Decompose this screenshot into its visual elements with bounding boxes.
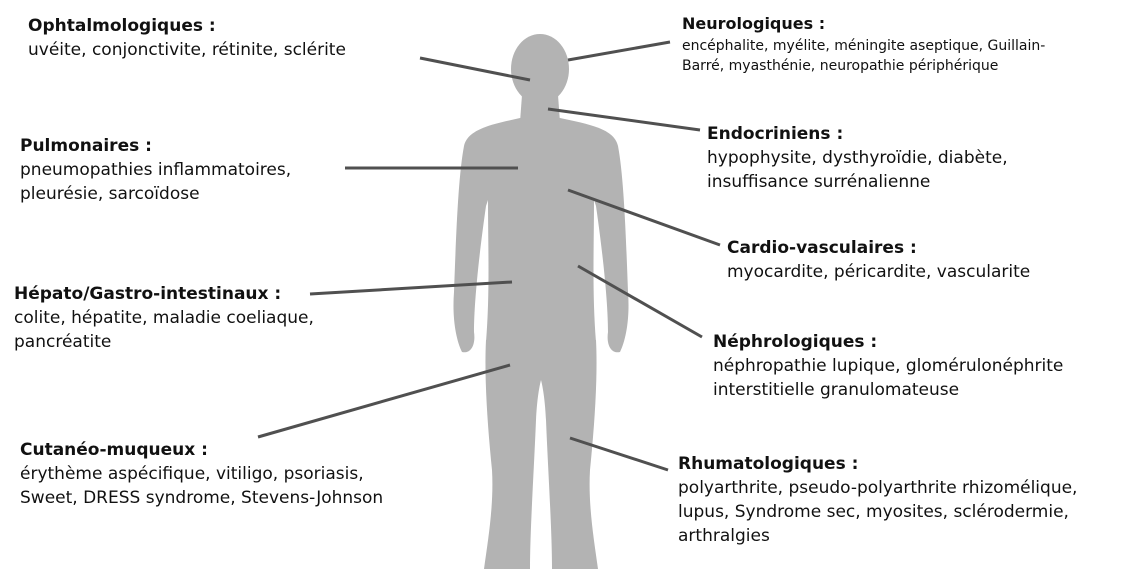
neuro-label: Neurologiques : encéphalite, myélite, mé…	[682, 12, 1045, 76]
ophtalmo-line: uvéite, conjonctivite, rétinite, sclérit…	[28, 38, 346, 62]
endo-line-1: hypophysite, dysthyroïdie, diabète,	[707, 146, 1008, 170]
leader-neuro	[568, 42, 670, 60]
cutaneo-line-1: érythème aspécifique, vitiligo, psoriasi…	[20, 462, 383, 486]
cardio-line: myocardite, péricardite, vascularite	[727, 260, 1030, 284]
nephro-title: Néphrologiques :	[713, 330, 1063, 354]
leader-cutaneo	[258, 365, 510, 437]
ophtalmo-label: Ophtalmologiques : uvéite, conjonctivite…	[28, 14, 346, 62]
cutaneo-label: Cutanéo-muqueux : érythème aspécifique, …	[20, 438, 383, 510]
pulmo-line-2: pleurésie, sarcoïdose	[20, 182, 291, 206]
silhouette-legs	[484, 340, 598, 569]
neuro-line-1: encéphalite, myélite, méningite aseptiqu…	[682, 36, 1045, 56]
rhumato-label: Rhumatologiques : polyarthrite, pseudo-p…	[678, 452, 1077, 548]
neuro-line-2: Barré, myasthénie, neuropathie périphéri…	[682, 56, 1045, 76]
rhumato-line-2: lupus, Syndrome sec, myosites, scléroder…	[678, 500, 1077, 524]
nephro-line-2: interstitielle granulomateuse	[713, 378, 1063, 402]
endo-label: Endocriniens : hypophysite, dysthyroïdie…	[707, 122, 1008, 194]
hepato-label: Hépato/Gastro-intestinaux : colite, hépa…	[14, 282, 314, 354]
silhouette-head	[511, 34, 569, 104]
rhumato-line-3: arthralgies	[678, 524, 1077, 548]
pulmo-line-1: pneumopathies inflammatoires,	[20, 158, 291, 182]
nephro-line-1: néphropathie lupique, glomérulonéphrite	[713, 354, 1063, 378]
ophtalmo-title: Ophtalmologiques :	[28, 14, 346, 38]
leader-nephro	[578, 266, 702, 337]
hepato-title: Hépato/Gastro-intestinaux :	[14, 282, 314, 306]
hepato-line-1: colite, hépatite, maladie coeliaque,	[14, 306, 314, 330]
nephro-label: Néphrologiques : néphropathie lupique, g…	[713, 330, 1063, 402]
pulmo-title: Pulmonaires :	[20, 134, 291, 158]
endo-title: Endocriniens :	[707, 122, 1008, 146]
cardio-label: Cardio-vasculaires : myocardite, péricar…	[727, 236, 1030, 284]
rhumato-title: Rhumatologiques :	[678, 452, 1077, 476]
leader-hepato	[310, 282, 512, 294]
human-silhouette	[453, 34, 628, 569]
pulmo-label: Pulmonaires : pneumopathies inflammatoir…	[20, 134, 291, 206]
neuro-title: Neurologiques :	[682, 12, 1045, 36]
silhouette-torso	[453, 118, 628, 352]
cutaneo-title: Cutanéo-muqueux :	[20, 438, 383, 462]
hepato-line-2: pancréatite	[14, 330, 314, 354]
cardio-title: Cardio-vasculaires :	[727, 236, 1030, 260]
endo-line-2: insuffisance surrénalienne	[707, 170, 1008, 194]
cutaneo-line-2: Sweet, DRESS syndrome, Stevens-Johnson	[20, 486, 383, 510]
rhumato-line-1: polyarthrite, pseudo-polyarthrite rhizom…	[678, 476, 1077, 500]
